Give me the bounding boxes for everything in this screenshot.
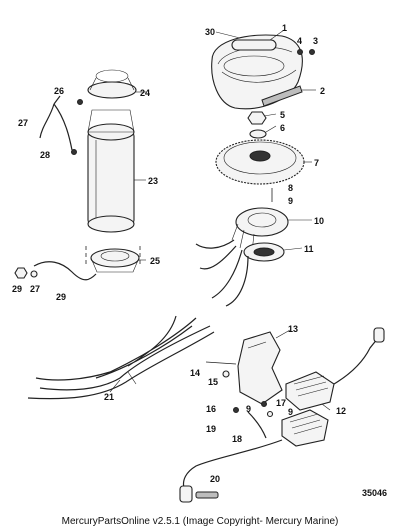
nut-26	[71, 149, 77, 155]
callout-28: 29	[12, 284, 23, 294]
callout-23-top: 24	[140, 88, 151, 98]
callout-15: 15	[208, 377, 219, 387]
callout-24: 26	[54, 86, 65, 96]
callout-16: 16	[206, 404, 217, 414]
callout-9-lower-right: 9	[288, 407, 294, 417]
washer-9-lower	[266, 410, 274, 418]
callout-3: 3	[313, 36, 319, 46]
spark-lead-19	[182, 439, 283, 489]
decal-strip	[261, 85, 303, 107]
callout-17: 17	[276, 398, 287, 408]
callout-29: 29	[56, 292, 67, 302]
screw-14	[205, 361, 237, 365]
flywheel-cover	[211, 34, 303, 110]
wiring-harness-21	[27, 315, 215, 400]
starter-motor	[87, 109, 135, 233]
callout-18: 18	[232, 434, 243, 444]
ignition-coil-lower	[281, 409, 329, 447]
callout-26: 28	[40, 150, 51, 160]
cable-29	[33, 261, 97, 281]
washer-27	[30, 270, 38, 278]
callout-22: 23	[148, 176, 159, 186]
callout-13: 13	[288, 324, 299, 334]
callout-12: 12	[336, 406, 347, 416]
ground-wire-18	[247, 411, 267, 439]
callout-25: 27	[18, 118, 29, 128]
spark-plug-cap	[179, 485, 219, 503]
callout-11: 11	[304, 244, 314, 254]
callout-27: 27	[30, 284, 41, 294]
callout-8: 8	[288, 183, 294, 193]
dashed-guide-left	[85, 246, 141, 266]
parts-diagram	[14, 29, 385, 503]
callout-9-lower-left: 9	[246, 404, 252, 414]
nut-24	[77, 99, 83, 105]
starter-cap-top	[87, 69, 137, 99]
screw-16	[233, 407, 239, 413]
leader-lines	[109, 29, 331, 411]
callout-19: 19	[206, 424, 217, 434]
bracket-13	[237, 331, 283, 405]
callout-6: 6	[280, 123, 286, 133]
callout-14: 14	[190, 368, 201, 378]
battery-cable-25	[39, 95, 73, 151]
callout-20: 20	[210, 474, 221, 484]
diagram-reference-number: 35046	[362, 488, 388, 498]
callout-4: 4	[297, 36, 303, 46]
callout-2: 2	[320, 86, 326, 96]
washer-6	[249, 129, 267, 139]
callout-30: 30	[205, 27, 216, 37]
starter-cap-bottom	[90, 248, 140, 273]
callout-7: 7	[314, 158, 320, 168]
trigger	[243, 242, 285, 262]
washer-15	[222, 370, 230, 378]
callout-21: 21	[104, 392, 115, 402]
callout-23-bottom: 25	[150, 256, 161, 266]
screw-17	[261, 401, 267, 407]
callout-9-upper: 9	[288, 196, 294, 206]
callout-1: 1	[282, 23, 288, 33]
nut-28	[14, 267, 28, 279]
nut-5	[247, 111, 267, 125]
flywheel	[215, 139, 305, 185]
stator-harness	[195, 239, 249, 307]
harness-clip	[127, 371, 137, 385]
callout-5: 5	[280, 110, 286, 120]
ignition-coil-upper	[285, 327, 385, 411]
copyright-footer: MercuryPartsOnline v2.5.1 (Image Copyrig…	[61, 516, 339, 527]
stator	[231, 207, 289, 253]
callout-10: 10	[314, 216, 325, 226]
screws-3-4	[297, 49, 315, 55]
